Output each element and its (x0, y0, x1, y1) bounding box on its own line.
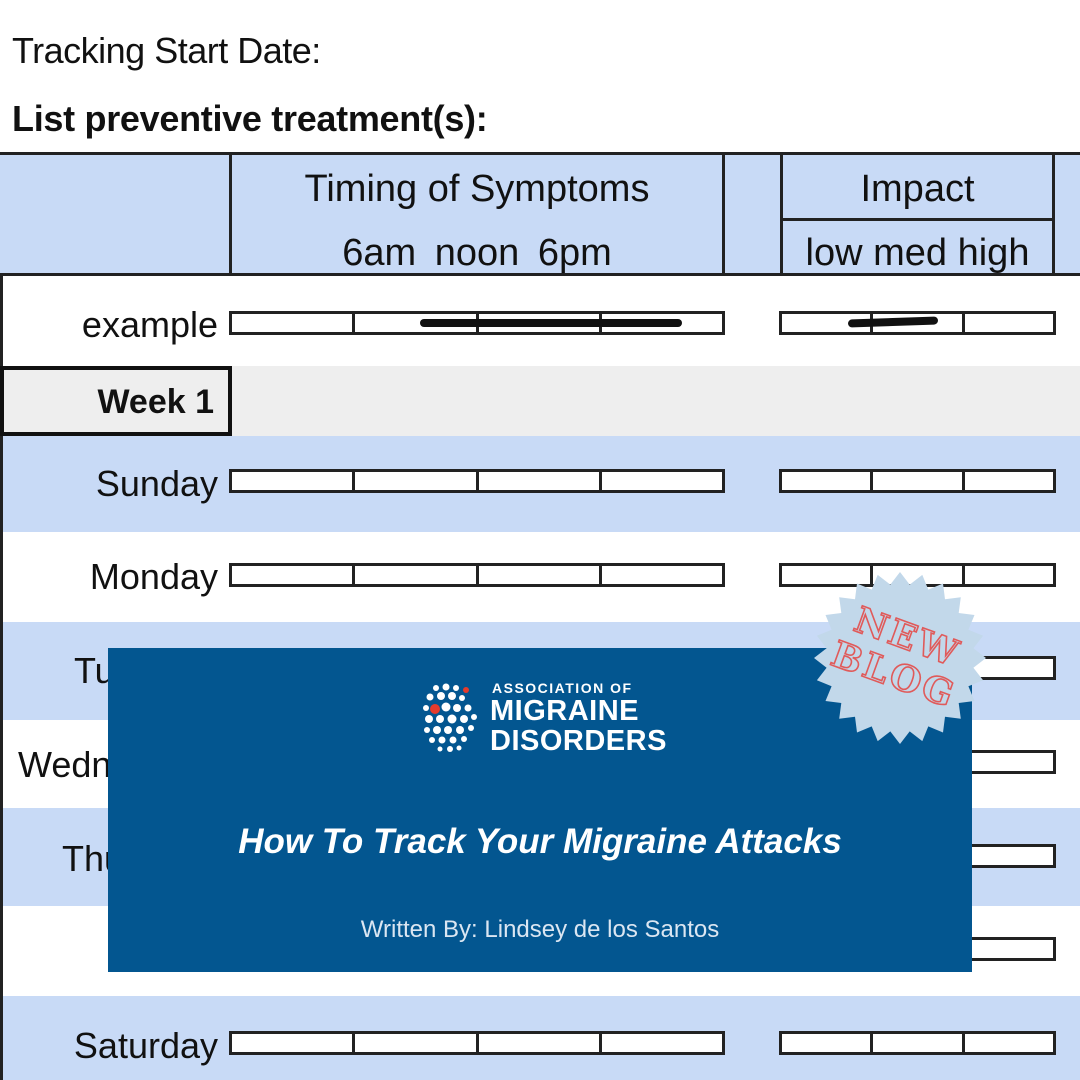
day-label-saturday: Saturday (73, 1025, 218, 1066)
timing-bar-monday[interactable] (229, 563, 725, 587)
impact-header: Impact (860, 168, 975, 210)
new-blog-badge: NEW BLOG (814, 572, 986, 744)
tracking-start-date-label: Tracking Start Date: (12, 30, 321, 71)
table-left-border (0, 276, 3, 1080)
timing-of-symptoms-header: Timing of Symptoms (304, 168, 650, 210)
timing-bar-saturday[interactable] (229, 1031, 725, 1055)
preventive-treatment-label: List preventive treatment(s): (12, 98, 488, 139)
day-label-sunday: Sunday (95, 463, 218, 504)
impact-header-divider (780, 218, 1055, 221)
impact-levels-header: low med high (805, 232, 1030, 274)
day-label-wednesday: Wedn (18, 744, 112, 785)
timing-bar-sunday[interactable] (229, 469, 725, 493)
day-label-monday: Monday (89, 556, 218, 597)
org-name-line2: MIGRAINE (490, 695, 639, 727)
blog-title: How To Track Your Migraine Attacks (238, 822, 842, 861)
blog-author: Written By: Lindsey de los Santos (360, 916, 720, 943)
example-timing-mark (420, 319, 682, 327)
timing-times-header: 6am noon 6pm (342, 232, 612, 274)
week-label: Week 1 (0, 366, 232, 436)
header-divider (229, 152, 232, 276)
org-name-line3: DISORDERS (490, 725, 667, 757)
impact-bar-sunday[interactable] (779, 469, 1056, 493)
impact-header-box (780, 155, 1055, 273)
org-name-line1: ASSOCIATION OF (492, 680, 633, 696)
example-label: example (81, 304, 218, 345)
migraine-logo-icon (423, 683, 477, 752)
day-label-tuesday: Tu (74, 650, 115, 691)
header-divider (722, 152, 725, 276)
table-header (0, 152, 1080, 276)
impact-bar-saturday[interactable] (779, 1031, 1056, 1055)
blog-title-card (108, 648, 972, 972)
